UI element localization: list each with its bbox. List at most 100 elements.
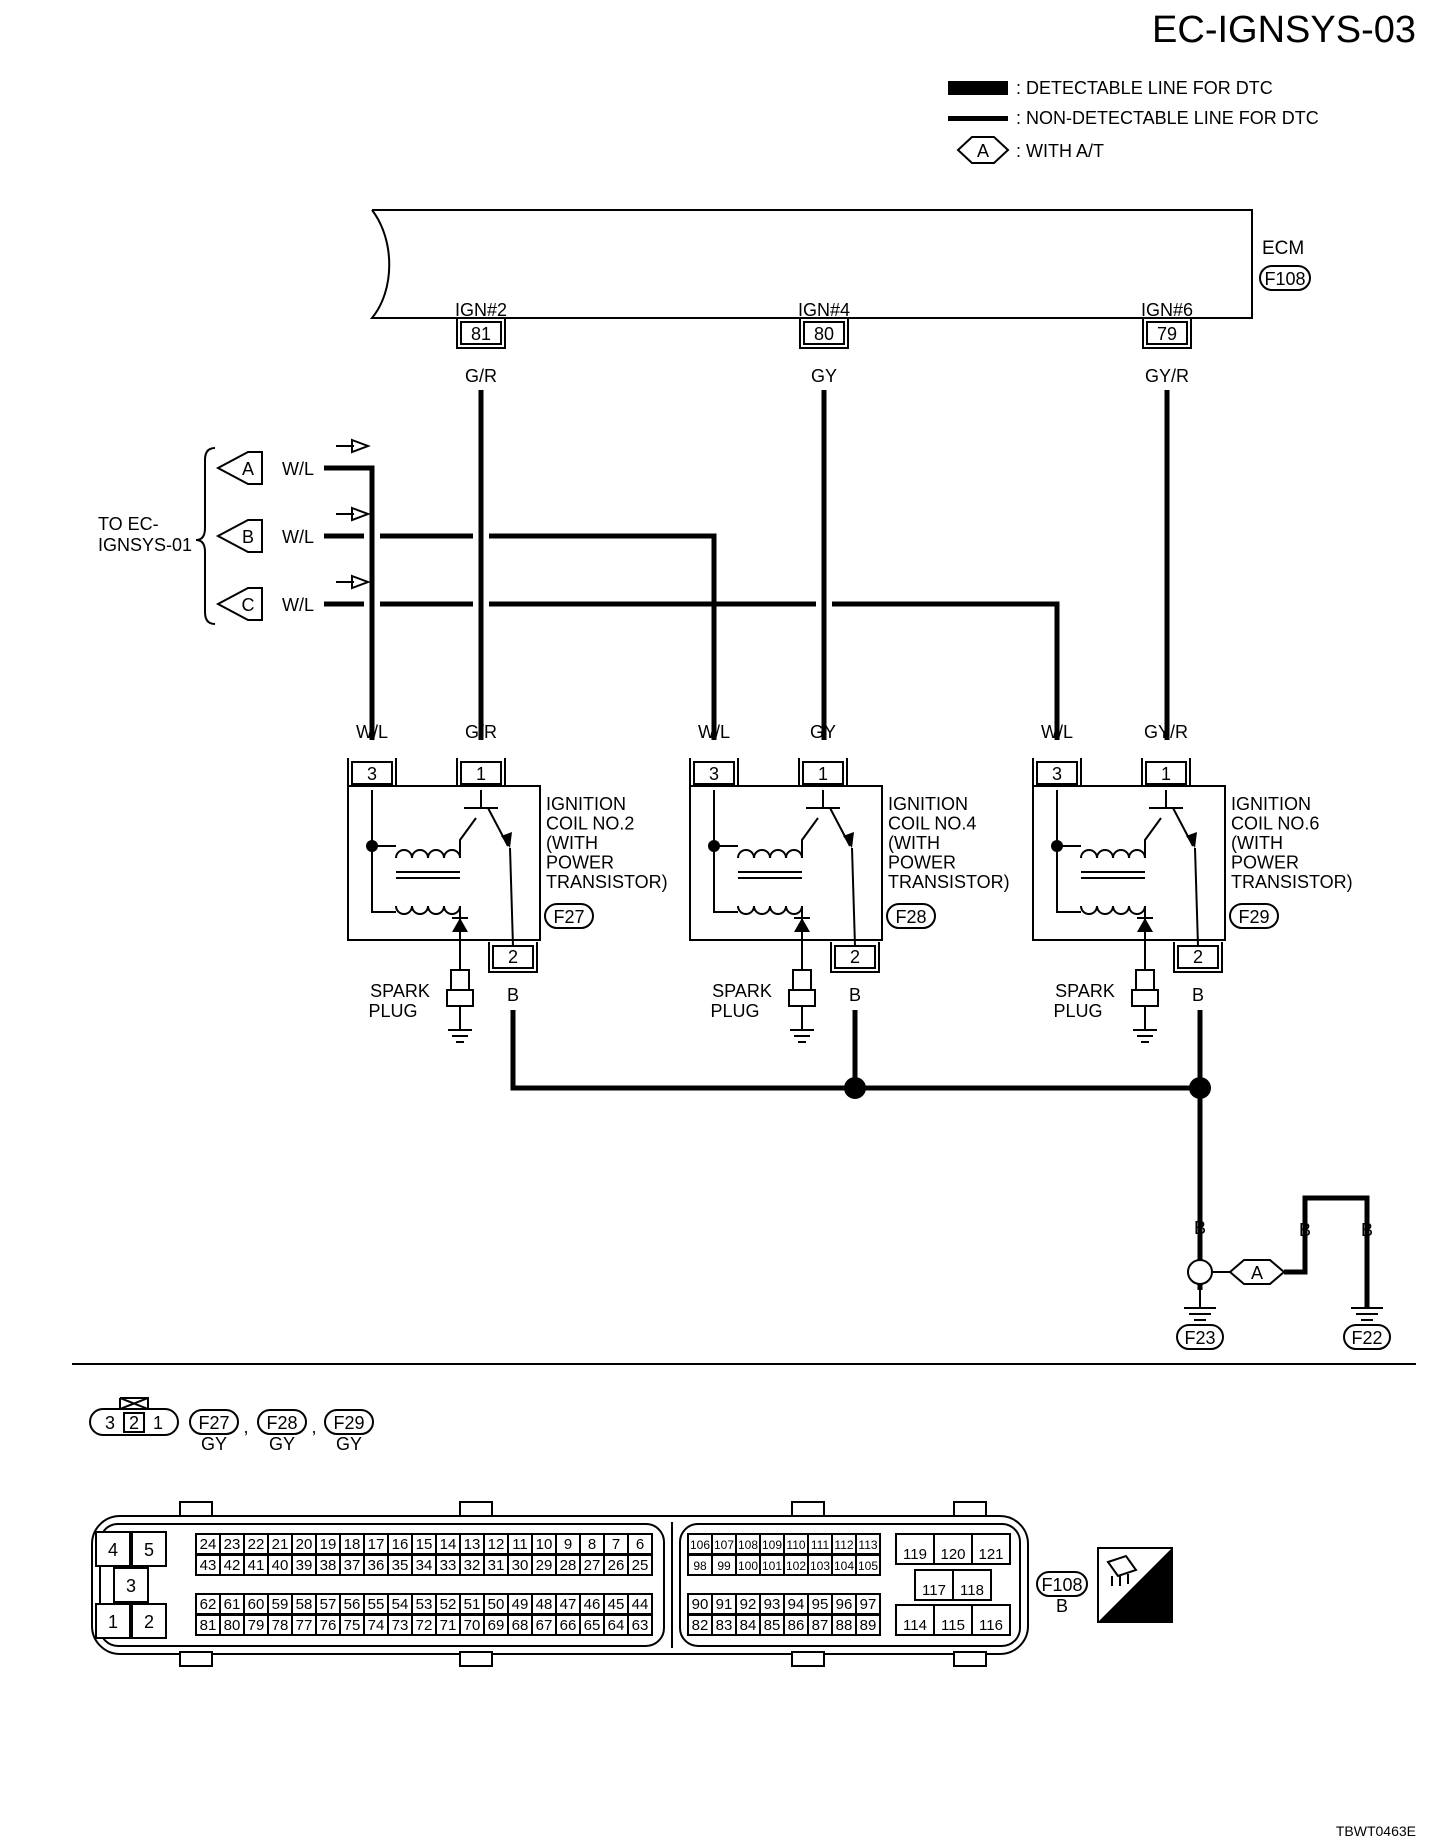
coil-3-pin2-num: 2 bbox=[1193, 947, 1203, 967]
ecm-right-row1-pin-120: 120 bbox=[940, 1546, 965, 1563]
wire-wl-a bbox=[324, 465, 375, 740]
ecm-mid-row4-cell-89 bbox=[855, 1614, 881, 1636]
ecm-mid-row3-pin-94: 94 bbox=[788, 1596, 805, 1613]
coil-1-pin1: 1 bbox=[456, 758, 506, 789]
ecm-row1-pin-23: 23 bbox=[224, 1536, 241, 1553]
coil-2-name-4: POWER bbox=[888, 853, 956, 873]
coil-connector-color-3: GY bbox=[336, 1434, 362, 1454]
ecm-row4-pin-68: 68 bbox=[512, 1617, 529, 1634]
ecm-mid-row2-pin-102: 102 bbox=[786, 1559, 806, 1573]
ecm-connector-left-pin-4: 4 bbox=[108, 1540, 118, 1560]
ecm-mid-row3-pin-97: 97 bbox=[860, 1596, 877, 1613]
ecm-row3-pin-46: 46 bbox=[584, 1596, 601, 1613]
ecm-row1-pin-20: 20 bbox=[296, 1536, 313, 1553]
page-title: EC-IGNSYS-03 bbox=[1152, 9, 1416, 51]
ecm-row1-pin-12: 12 bbox=[488, 1536, 505, 1553]
ecm-mid-row1-pin-110: 110 bbox=[786, 1538, 805, 1552]
ecm-row1-pin-21: 21 bbox=[272, 1536, 289, 1553]
ecm-connector-ref: F108 bbox=[1036, 1571, 1088, 1597]
ecm-row1-pin-24: 24 bbox=[200, 1536, 217, 1553]
ecm-row2-pin-35: 35 bbox=[392, 1557, 409, 1574]
ecm-row3-pin-58: 58 bbox=[296, 1596, 313, 1613]
ecm-row1-pin-8: 8 bbox=[588, 1536, 596, 1553]
coil-2-name-2: COIL NO.4 bbox=[888, 814, 976, 834]
coil-2-plug-2: PLUG bbox=[710, 1001, 759, 1021]
coil-1-name-2: COIL NO.2 bbox=[546, 814, 634, 834]
ecm-right-row2-cell-118 bbox=[952, 1569, 992, 1601]
coil-3-plug-2: PLUG bbox=[1053, 1001, 1102, 1021]
coil-2-pin2: 2 bbox=[830, 942, 880, 973]
coil-1-name-3: (WITH bbox=[546, 833, 598, 853]
legend-with-at-label: : WITH A/T bbox=[1016, 141, 1104, 161]
ecm-mid-row1-pin-111: 111 bbox=[811, 1538, 830, 1552]
wire-wl-b bbox=[324, 533, 717, 740]
coil-1-name-4: POWER bbox=[546, 853, 614, 873]
ecm-label: ECM bbox=[1262, 238, 1304, 259]
coil-1-plug-1: SPARK bbox=[370, 981, 430, 1001]
ecm-row4-pin-76: 76 bbox=[320, 1617, 337, 1634]
ecm-mid-row2-pin-101: 101 bbox=[762, 1559, 782, 1573]
to-sheet-wire-A: W/L bbox=[282, 459, 314, 479]
ecm-row4-pin-63: 63 bbox=[632, 1617, 649, 1634]
coil-1-pin2-num: 2 bbox=[508, 947, 518, 967]
coil-3-box bbox=[1032, 785, 1226, 941]
coil-3-name-5: TRANSISTOR) bbox=[1231, 872, 1353, 892]
to-sheet-tag-B-sym: B bbox=[242, 527, 254, 547]
ecm-row4-pin-74: 74 bbox=[368, 1617, 385, 1634]
ecm-row3-pin-45: 45 bbox=[608, 1596, 625, 1613]
ecm-row3-pin-47: 47 bbox=[560, 1596, 577, 1613]
ecm-mid-row4-pin-85: 85 bbox=[764, 1617, 781, 1634]
coil-1-box bbox=[347, 785, 541, 941]
ecm-row3-pin-59: 59 bbox=[272, 1596, 289, 1613]
ecm-row1-pin-10: 10 bbox=[536, 1536, 553, 1553]
ecm-row4-pin-65: 65 bbox=[584, 1617, 601, 1634]
legend-detectable-swatch bbox=[948, 81, 1008, 95]
ecm-right-row3-pin-115: 115 bbox=[941, 1617, 965, 1634]
coil-connector-pin-1: 1 bbox=[153, 1413, 163, 1433]
ecm-row1-pin-6: 6 bbox=[636, 1536, 644, 1553]
legend-with-at-symbol: A bbox=[956, 136, 1010, 164]
signal-arrow-head-A bbox=[351, 438, 371, 454]
coil-3-name-3: (WITH bbox=[1231, 833, 1283, 853]
ecm-row2-pin-39: 39 bbox=[296, 1557, 313, 1574]
to-sheet-label-1: TO EC- bbox=[98, 514, 159, 534]
ecm-connector-left-pin-1: 1 bbox=[108, 1612, 118, 1632]
ecm-row3-pin-55: 55 bbox=[368, 1596, 385, 1613]
coil-3-schematic bbox=[1051, 790, 1199, 1043]
wire-wl-c bbox=[324, 601, 1060, 740]
coil-connector-ref-F29: F29 bbox=[324, 1409, 374, 1435]
ecm-pin-name-2: IGN#4 bbox=[798, 300, 850, 320]
ground-at-wire bbox=[1284, 1195, 1370, 1308]
ecm-row2-pin-37: 37 bbox=[344, 1557, 361, 1574]
coil-3-pin3-wire: W/L bbox=[1041, 722, 1073, 742]
footer-code: TBWT0463E bbox=[1336, 1823, 1416, 1839]
ecm-row3-pin-48: 48 bbox=[536, 1596, 553, 1613]
ecm-row3-pin-56: 56 bbox=[344, 1596, 361, 1613]
ecm-mid-row1-pin-107: 107 bbox=[714, 1538, 734, 1552]
ground-main-wire: B bbox=[1194, 1218, 1206, 1238]
ecm-connector-left-pin-5: 5 bbox=[144, 1540, 154, 1560]
ground-at-wire-label-1: B bbox=[1299, 1220, 1311, 1240]
ecm-right-row2-pin-118: 118 bbox=[960, 1582, 984, 1599]
ecm-row2-pin-30: 30 bbox=[512, 1557, 529, 1574]
coil-2-schematic bbox=[708, 790, 856, 1043]
to-sheet-tag-C-sym: C bbox=[242, 595, 255, 615]
ecm-right-row2-cell-117 bbox=[914, 1569, 954, 1601]
coil-3-connector: F29 bbox=[1229, 903, 1279, 929]
coil-1-plug-2: PLUG bbox=[368, 1001, 417, 1021]
ecm-connector-ref-label: F108 bbox=[1264, 269, 1305, 289]
ecm-mid-row3-pin-90: 90 bbox=[692, 1596, 709, 1613]
coil-2-pin3: 3 bbox=[689, 758, 739, 789]
ecm-row2-pin-36: 36 bbox=[368, 1557, 385, 1574]
ecm-row4-pin-73: 73 bbox=[392, 1617, 409, 1634]
legend-non-detectable-bar bbox=[948, 116, 1008, 121]
ecm-mid-row3-pin-96: 96 bbox=[836, 1596, 853, 1613]
ecm-row4-pin-70: 70 bbox=[464, 1617, 481, 1634]
ecm-pin-79-num: 79 bbox=[1157, 324, 1177, 344]
coil-connector-pin-2: 2 bbox=[129, 1413, 139, 1433]
ecm-mid-row1-pin-108: 108 bbox=[738, 1538, 758, 1552]
coil-1-pin1-num: 1 bbox=[476, 764, 486, 784]
coil-connector-ref-F29-label: F29 bbox=[333, 1413, 364, 1433]
coil-2-connector-label: F28 bbox=[895, 907, 926, 927]
